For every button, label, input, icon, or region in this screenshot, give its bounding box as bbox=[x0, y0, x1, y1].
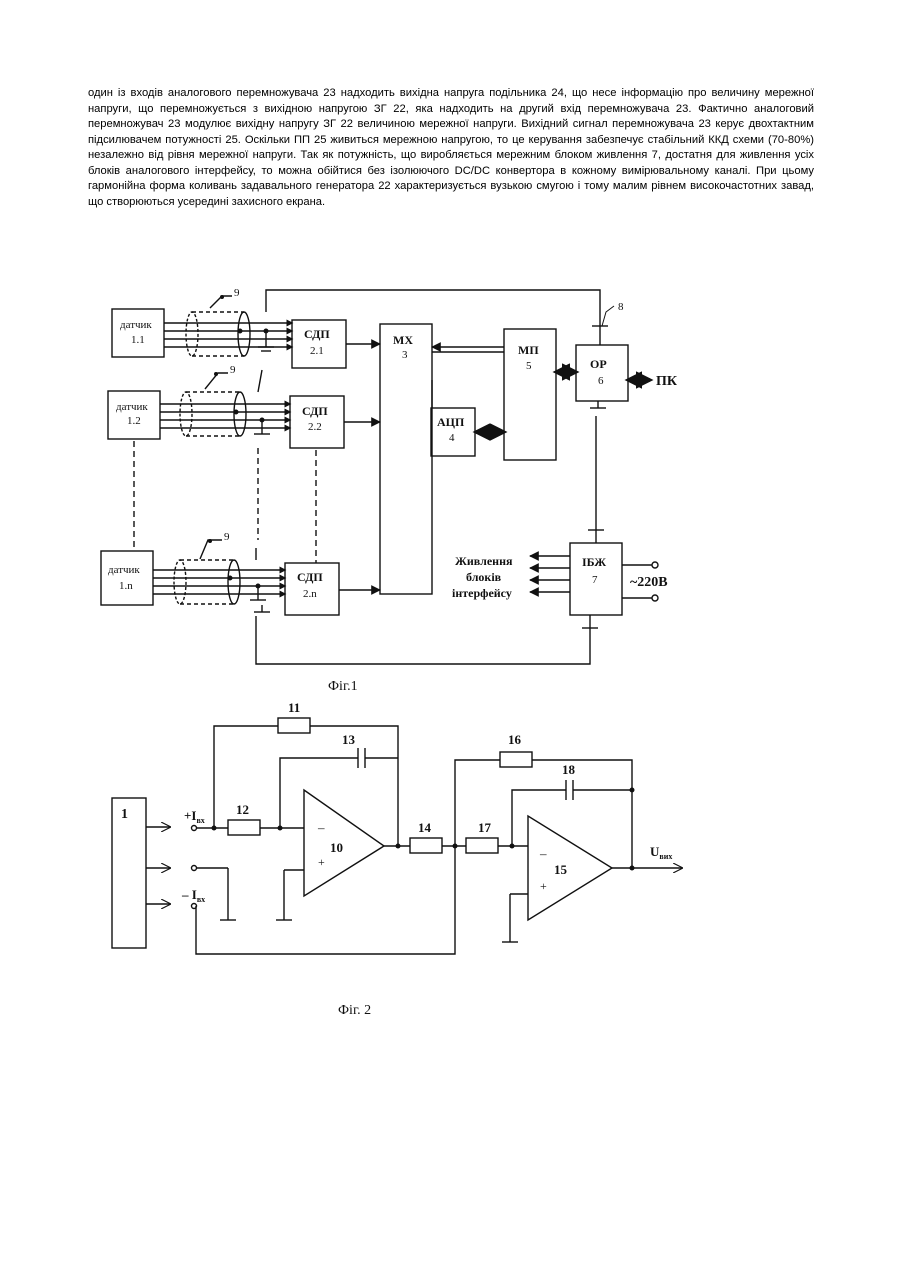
label-17: 17 bbox=[478, 820, 492, 835]
ref-9-a: 9 bbox=[234, 287, 240, 299]
resistor-12 bbox=[228, 820, 260, 835]
amp15-plus: + bbox=[540, 879, 547, 893]
block-1-label: 1 bbox=[121, 807, 128, 822]
mx-id: 3 bbox=[402, 349, 408, 361]
amp10-minus: – bbox=[317, 820, 325, 835]
sensor-1-1-box bbox=[112, 309, 164, 357]
sdp-2-1-word: СДП bbox=[304, 327, 330, 341]
mx-3-box bbox=[380, 324, 432, 594]
power-label-1: Живлення bbox=[455, 554, 513, 568]
label-18: 18 bbox=[562, 762, 576, 777]
label-14: 14 bbox=[418, 820, 432, 835]
input-minus-label: – Iвх bbox=[181, 887, 205, 904]
sensor-1-2-id: 1.2 bbox=[127, 415, 141, 427]
resistor-16 bbox=[500, 752, 532, 767]
opamp-10 bbox=[304, 790, 384, 896]
mp-label: МП bbox=[518, 343, 539, 357]
adc-id: 4 bbox=[449, 432, 455, 444]
resistor-17 bbox=[466, 838, 498, 853]
mx-label: МХ bbox=[393, 333, 413, 347]
label-16: 16 bbox=[508, 732, 522, 747]
fig2-caption: Фіг. 2 bbox=[338, 1003, 371, 1018]
label-13: 13 bbox=[342, 732, 356, 747]
figure-2-circuit: 1 11 13 12 10 – + 14 16 18 17 15 – + +Iв… bbox=[90, 698, 700, 1038]
sensor-1-1-word: датчик bbox=[120, 319, 152, 331]
power-label-2: блоків bbox=[466, 570, 502, 584]
ref-9-c: 9 bbox=[224, 531, 230, 543]
ibz-label: ІБЖ bbox=[582, 555, 606, 569]
pc-label: ПК bbox=[656, 374, 678, 389]
sensor-1-n-box bbox=[101, 551, 153, 605]
label-10: 10 bbox=[330, 840, 343, 855]
fig1-caption: Фіг.1 bbox=[328, 679, 358, 694]
or-id: 6 bbox=[598, 375, 604, 387]
label-12: 12 bbox=[236, 802, 249, 817]
input-plus-label: +Iвх bbox=[184, 808, 205, 825]
adc-label: АЦП bbox=[437, 415, 465, 429]
ibz-id: 7 bbox=[592, 574, 598, 586]
sensor-1-1-id: 1.1 bbox=[131, 334, 145, 346]
amp10-plus: + bbox=[318, 855, 325, 869]
ref-8: 8 bbox=[618, 301, 624, 313]
body-paragraph: один із входів аналогового перемножувача… bbox=[88, 86, 814, 210]
sdp-2-n-id: 2.n bbox=[303, 588, 317, 600]
sdp-2-1-id: 2.1 bbox=[310, 345, 324, 357]
resistor-14 bbox=[410, 838, 442, 853]
sdp-2-2-id: 2.2 bbox=[308, 421, 322, 433]
mains-label: ~220В bbox=[630, 575, 668, 590]
sensor-1-2-word: датчик bbox=[116, 401, 148, 413]
label-11: 11 bbox=[288, 700, 300, 715]
or-6-box bbox=[576, 345, 628, 401]
output-label: Uвих bbox=[650, 844, 672, 861]
block-1-box bbox=[112, 798, 146, 948]
amp15-minus: – bbox=[539, 846, 547, 861]
figure-1-block-diagram: датчик 1.1 датчик 1.2 датчик 1.n СДП 2.1… bbox=[90, 272, 700, 702]
mp-id: 5 bbox=[526, 360, 532, 372]
resistor-11 bbox=[278, 718, 310, 733]
sdp-2-2-word: СДП bbox=[302, 404, 328, 418]
label-15: 15 bbox=[554, 862, 568, 877]
or-label: ОР bbox=[590, 357, 607, 371]
sensor-1-n-id: 1.n bbox=[119, 580, 133, 592]
sdp-2-n-word: СДП bbox=[297, 570, 323, 584]
sensor-1-n-word: датчик bbox=[108, 564, 140, 576]
power-label-3: інтерфейсу bbox=[452, 586, 512, 600]
opamp-15 bbox=[528, 816, 612, 920]
ref-9-b: 9 bbox=[230, 364, 236, 376]
